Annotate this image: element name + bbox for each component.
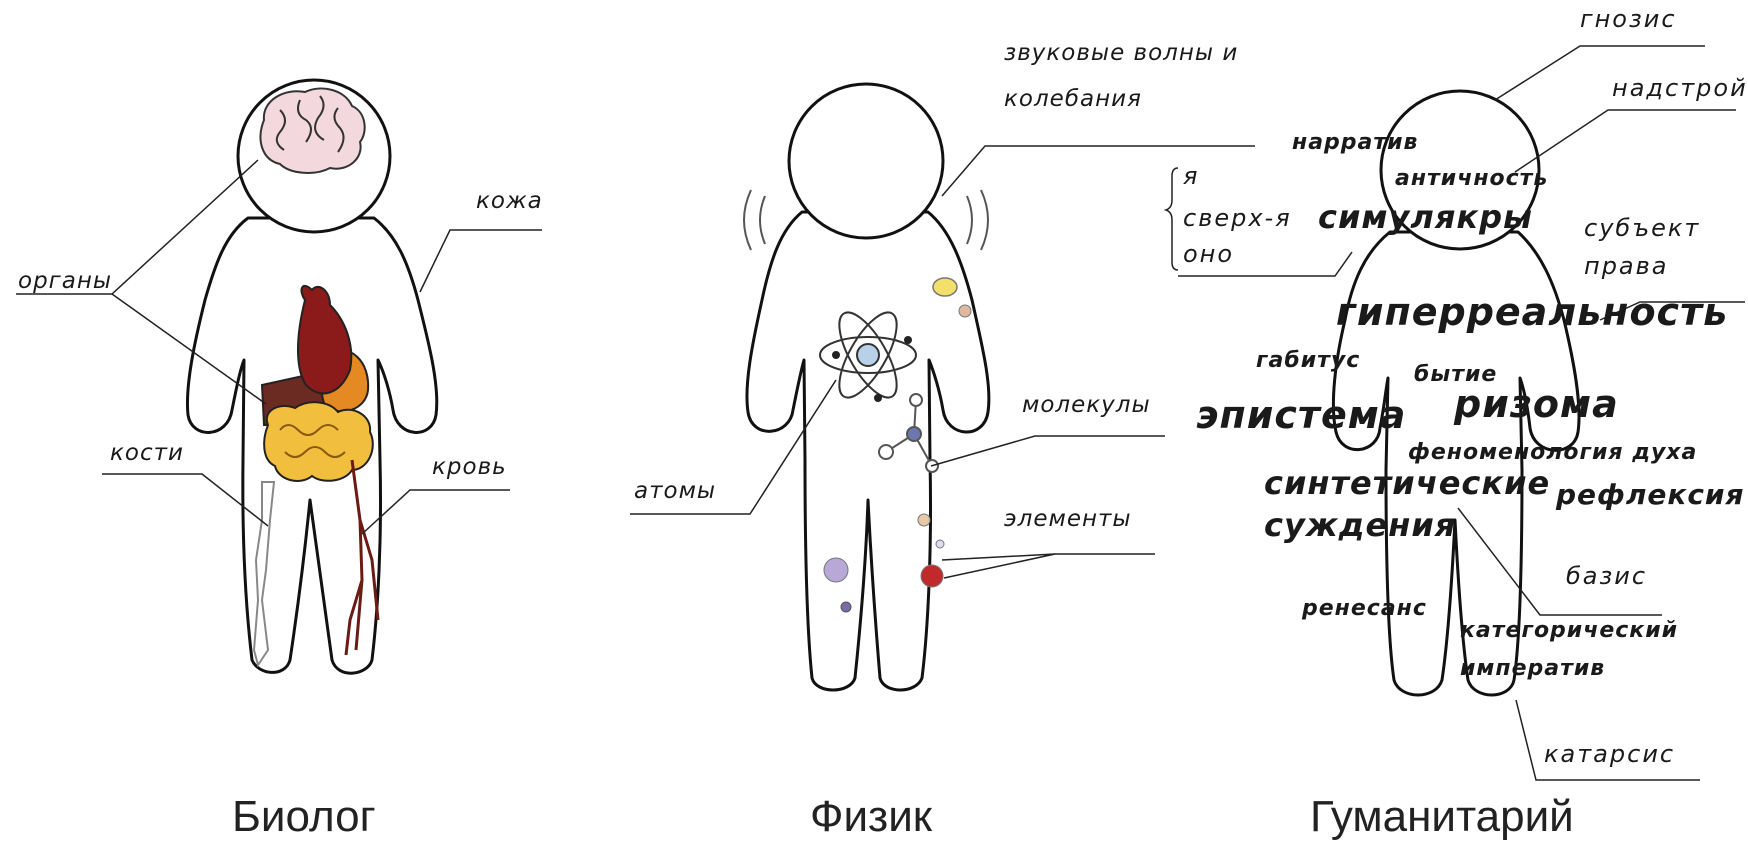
word-reflection: рефлексия [1556, 478, 1745, 511]
label-catharsis: катарсис [1544, 740, 1675, 768]
word-narrative: нарратив [1292, 130, 1418, 155]
word-hyperreality: гиперреальность [1336, 290, 1728, 334]
label-basis: базис [1566, 562, 1647, 590]
label-subject-2: права [1584, 252, 1668, 280]
caption-biologist: Биолог [232, 792, 376, 842]
label-blood: кровь [432, 454, 507, 480]
label-bones: кости [110, 440, 184, 466]
word-synthetic: синтетические [1264, 464, 1550, 502]
word-rhizome: ризома [1454, 382, 1619, 426]
label-skin: кожа [476, 188, 543, 214]
word-imperative: императив [1460, 656, 1605, 681]
label-sound-waves-2: колебания [1004, 86, 1142, 112]
word-categorical: категорический [1460, 618, 1678, 643]
label-subject: субъект [1584, 214, 1700, 242]
word-antiquity: античность [1395, 166, 1548, 191]
label-sound-waves: звуковые волны и [1004, 40, 1238, 66]
caption-humanitarian: Гуманитарий [1310, 792, 1574, 842]
caption-physicist: Физик [810, 792, 932, 842]
word-phenomenology: феноменология духа [1408, 440, 1697, 465]
brain-shape [261, 88, 365, 172]
label-superego: сверх-я [1183, 204, 1292, 232]
label-id: оно [1183, 240, 1234, 268]
label-gnosis: гнозис [1580, 5, 1677, 33]
intestines-shape [264, 402, 373, 481]
word-simulacra: симулякры [1318, 198, 1533, 236]
word-renaissance: ренесанс [1302, 596, 1427, 621]
element-red [921, 565, 943, 587]
atom-nucleus [857, 344, 879, 366]
word-episteme: эпистема [1196, 393, 1406, 437]
physicist-head [789, 84, 943, 238]
element-purple [824, 558, 848, 582]
word-judgments: суждения [1264, 506, 1456, 544]
label-organs: органы [18, 268, 112, 294]
label-molecules: молекулы [1022, 392, 1151, 418]
label-elements: элементы [1004, 506, 1132, 532]
label-superstructure: надстройка [1612, 74, 1748, 102]
word-habitus: габитус [1256, 348, 1360, 373]
label-ego: я [1183, 162, 1199, 190]
label-atoms: атомы [634, 478, 716, 504]
